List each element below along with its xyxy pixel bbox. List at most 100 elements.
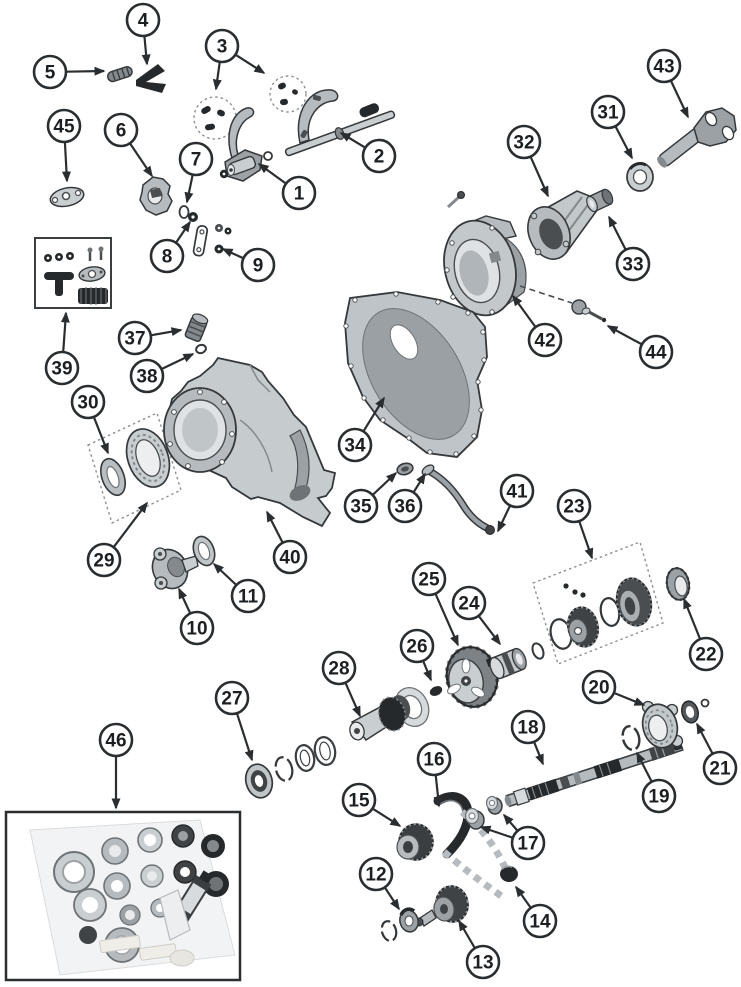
- part-small-seal: [429, 686, 443, 696]
- callout-circle: [510, 709, 546, 745]
- callout-circle: [86, 542, 122, 578]
- callout-number: 20: [588, 678, 609, 699]
- callout-10: 10: [178, 587, 215, 646]
- part-rear-kit-group: [532, 541, 664, 665]
- callout-circle: [98, 722, 134, 758]
- part-switch-o-ring: [195, 343, 207, 355]
- leader-arrow: [235, 712, 254, 762]
- callout-4: 4: [125, 2, 161, 66]
- callout-number: 2: [374, 147, 385, 168]
- part-output-yoke-rear: [657, 107, 737, 168]
- callout-circle: [527, 322, 563, 358]
- callout-35: 35: [343, 471, 398, 524]
- leader-arrow: [112, 501, 148, 548]
- callout-number: 8: [162, 247, 173, 268]
- callout-23: 23: [556, 488, 594, 560]
- callout-number: 19: [648, 787, 669, 808]
- callout-number: 15: [348, 791, 370, 812]
- part-thrust-washers: [294, 736, 337, 772]
- callout-44: 44: [606, 325, 674, 370]
- callout-number: 34: [344, 436, 366, 457]
- leader-arrow: [477, 615, 501, 646]
- callout-circle: [387, 488, 423, 524]
- callout-number: 40: [279, 548, 300, 569]
- part-shifter-bezel: [78, 266, 106, 282]
- leader-arrow: [212, 61, 222, 91]
- leader-arrow: [503, 813, 519, 832]
- leader-arrow: [234, 53, 266, 74]
- callout-number: 21: [709, 759, 731, 780]
- callout-29: 29: [86, 501, 148, 578]
- leader-arrow: [212, 562, 238, 586]
- photo-applicator: [159, 889, 191, 941]
- leader-arrow: [696, 722, 714, 755]
- callout-circle: [337, 427, 373, 463]
- leader-arrow: [362, 396, 385, 432]
- leader-arrow: [184, 174, 194, 204]
- callout-number: 36: [394, 497, 415, 518]
- callout-2: 2: [339, 132, 397, 174]
- callout-36: 36: [387, 472, 426, 524]
- part-lock-nut: [396, 462, 414, 476]
- callout-number: 32: [513, 133, 534, 154]
- callout-33: 33: [608, 215, 651, 282]
- leader-arrow: [344, 682, 362, 718]
- callout-18: 18: [510, 709, 546, 766]
- callout-9: 9: [221, 247, 276, 283]
- callout-circle: [103, 112, 139, 148]
- part-end-cap: [500, 865, 518, 882]
- callout-26: 26: [399, 628, 435, 682]
- leader-arrow: [178, 587, 192, 614]
- callout-46: 46: [98, 722, 134, 810]
- leader-arrow: [175, 220, 191, 244]
- callout-number: 14: [529, 912, 551, 933]
- leader-arrow: [60, 311, 70, 353]
- callout-circle: [581, 669, 617, 705]
- callout-number: 35: [350, 497, 372, 518]
- part-speed-sensor: [519, 285, 607, 323]
- callout-circle: [125, 2, 161, 38]
- part-bushing: [586, 188, 614, 213]
- callout-number: 12: [365, 865, 386, 886]
- part-pump-collar: [489, 647, 527, 680]
- callout-circle: [641, 778, 677, 814]
- callout-number: 27: [221, 689, 242, 710]
- callout-number: 17: [517, 834, 538, 855]
- callout-8: 8: [149, 220, 191, 274]
- callout-31: 31: [590, 94, 633, 160]
- callout-number: 4: [138, 11, 149, 32]
- callout-number: 45: [53, 117, 75, 138]
- callout-28: 28: [321, 650, 362, 718]
- leader-arrow: [636, 751, 653, 783]
- part-front-seal: [192, 535, 216, 567]
- callout-number: 39: [51, 359, 72, 380]
- callout-number: 5: [45, 63, 56, 84]
- leader-arrow: [150, 327, 183, 337]
- leader-arrow: [606, 325, 643, 346]
- callout-circle: [341, 782, 377, 818]
- part-front-yoke: [151, 547, 199, 590]
- callout-24: 24: [451, 585, 501, 646]
- leader-arrow: [608, 215, 627, 251]
- part-shaft-bushings: [464, 795, 503, 830]
- leader-arrow: [613, 691, 646, 707]
- callout-number: 43: [653, 57, 674, 78]
- part-input-seal: [244, 763, 274, 799]
- photo-bearings: [53, 824, 229, 963]
- part-pump-o-ring: [531, 642, 545, 660]
- part-front-case-half: [163, 356, 337, 528]
- callout-15: 15: [341, 782, 402, 827]
- callout-circle: [411, 561, 447, 597]
- callout-number: 28: [328, 659, 349, 680]
- leader-arrow: [512, 294, 537, 328]
- callout-circle: [506, 124, 542, 160]
- callout-number: 41: [506, 482, 528, 503]
- callout-21: 21: [696, 722, 738, 786]
- callout-number: 10: [186, 619, 207, 640]
- leader-arrow: [128, 142, 153, 178]
- callout-circle: [46, 108, 82, 144]
- callout-38: 38: [129, 353, 195, 394]
- part-bearing-retainer: [641, 700, 684, 749]
- inset-small-parts-box: [34, 237, 112, 309]
- part-input-snap-ring: [274, 756, 294, 782]
